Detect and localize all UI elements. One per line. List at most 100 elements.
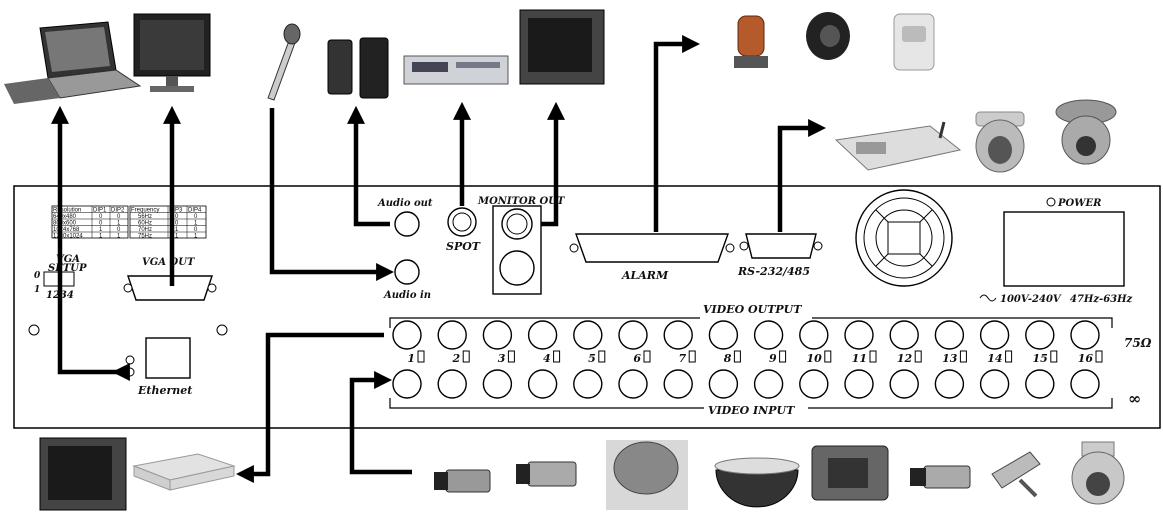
bnc-input-connector[interactable] [845,370,873,398]
bnc-output-connector[interactable] [755,321,783,349]
microphone-icon [268,24,300,100]
bnc-output-connector[interactable] [890,321,918,349]
crt-monitor-icon [520,10,604,84]
table-cell: 75Hz [138,234,152,240]
table-header: Frequency [131,208,159,214]
bnc-input-connector[interactable] [438,370,466,398]
table-header: DIP2 [111,208,125,214]
table-header: DIP1 [93,208,107,214]
bnc-output-connector[interactable] [1026,321,1054,349]
audio-in-label: Audio in [383,290,431,301]
termination-switch[interactable] [599,351,605,362]
channel-label: 14 [987,352,1002,365]
termination-switch[interactable] [1096,351,1102,362]
termination-switch[interactable] [508,351,514,362]
termination-switch[interactable] [915,351,921,362]
bnc-input-connector[interactable] [709,370,737,398]
bnc-output-connector[interactable] [529,321,557,349]
screw-hole [29,325,39,335]
bnc-input-connector[interactable] [981,370,1009,398]
channel-label: 8 [724,352,732,365]
termination-switch[interactable] [689,351,695,362]
channel-label: 13 [942,352,958,365]
channel-label: 3 [498,352,506,365]
speed-dome-camera-icon [1072,442,1124,504]
termination-switch[interactable] [734,351,740,362]
channel-label: 4 [543,352,551,365]
bnc-output-connector[interactable] [709,321,737,349]
bnc-output-connector[interactable] [393,321,421,349]
bnc-input-connector[interactable] [935,370,963,398]
channel-label: 2 [452,352,461,365]
bnc-input-connector[interactable] [890,370,918,398]
audio-out-label: Audio out [377,198,433,209]
bnc-output-connector[interactable] [483,321,511,349]
box-camera-icon [516,462,576,486]
table-cell: 800x600 [53,221,77,227]
dome-camera-icon [606,440,688,510]
power-label: POWER [1057,198,1101,209]
speakers-icon [328,38,388,98]
termination-switch[interactable] [644,351,650,362]
bnc-input-connector[interactable] [483,370,511,398]
dome-camera-icon [976,112,1024,172]
speaker-horn-icon [806,12,850,60]
dvr-box-icon [134,454,234,490]
spot-label: SPOT [446,240,481,253]
siren-light-icon [734,16,768,68]
channel-label: 11 [852,352,867,365]
termination-switch[interactable] [1051,351,1057,362]
bnc-output-connector[interactable] [574,321,602,349]
frequency-table: Frequency DIP3 DIP4 56Hz 0 0 60Hz 0 1 70… [130,206,206,240]
termination-switch[interactable] [825,351,831,362]
bnc-input-connector[interactable] [755,370,783,398]
table-cell: 1280x1024 [53,234,83,240]
bnc-output-connector[interactable] [438,321,466,349]
vga-out-label: VGA OUT [142,257,196,268]
bnc-output-connector[interactable] [664,321,692,349]
bnc-input-connector[interactable] [574,370,602,398]
dome-camera-icon [715,458,799,507]
bnc-input-connector[interactable] [1026,370,1054,398]
bnc-input-connector[interactable] [393,370,421,398]
bnc-input-connector[interactable] [800,370,828,398]
termination-switch[interactable] [960,351,966,362]
vcr-icon [404,56,508,84]
channel-label: 6 [633,352,641,365]
termination-switch[interactable] [870,351,876,362]
bnc-output-connector[interactable] [619,321,647,349]
pir-sensor-icon [894,14,934,70]
bnc-input-connector[interactable] [664,370,692,398]
bnc-input-connector[interactable] [619,370,647,398]
termination-switch[interactable] [418,351,424,362]
channel-label: 16 [1078,352,1094,365]
table-cell: 56Hz [138,214,152,220]
resolution-table: Resolution DIP1 DIP2 640x480 0 0 800x600… [52,206,128,240]
switch-on-label: 1 [34,285,40,295]
bnc-output-connector[interactable] [1071,321,1099,349]
bnc-input-connector[interactable] [1071,370,1099,398]
bnc-output-connector[interactable] [845,321,873,349]
bnc-output-connector[interactable] [800,321,828,349]
termination-switch[interactable] [780,351,786,362]
box-camera-icon [910,466,970,488]
crt-monitor-icon [40,438,126,510]
ptz-keyboard-icon [836,122,960,170]
bnc-output-connector[interactable] [935,321,963,349]
ohm-label: 75Ω [1124,336,1152,350]
table-cell: 60Hz [138,221,152,227]
bnc-output-connector[interactable] [981,321,1009,349]
alarm-label: ALARM [621,269,669,282]
table-header: DIP4 [188,208,202,214]
infinity-label: ∞ [1128,389,1141,408]
channel-label: 12 [897,352,913,365]
bnc-input-connector[interactable] [529,370,557,398]
termination-switch[interactable] [554,351,560,362]
channel-label: 7 [679,352,687,365]
channel-label: 1 [407,352,415,365]
video-output-label: VIDEO OUTPUT [703,303,802,316]
termination-switch[interactable] [463,351,469,362]
bullet-camera-icon [992,452,1040,496]
termination-switch[interactable] [1006,351,1012,362]
table-header: Resolution [53,208,81,214]
